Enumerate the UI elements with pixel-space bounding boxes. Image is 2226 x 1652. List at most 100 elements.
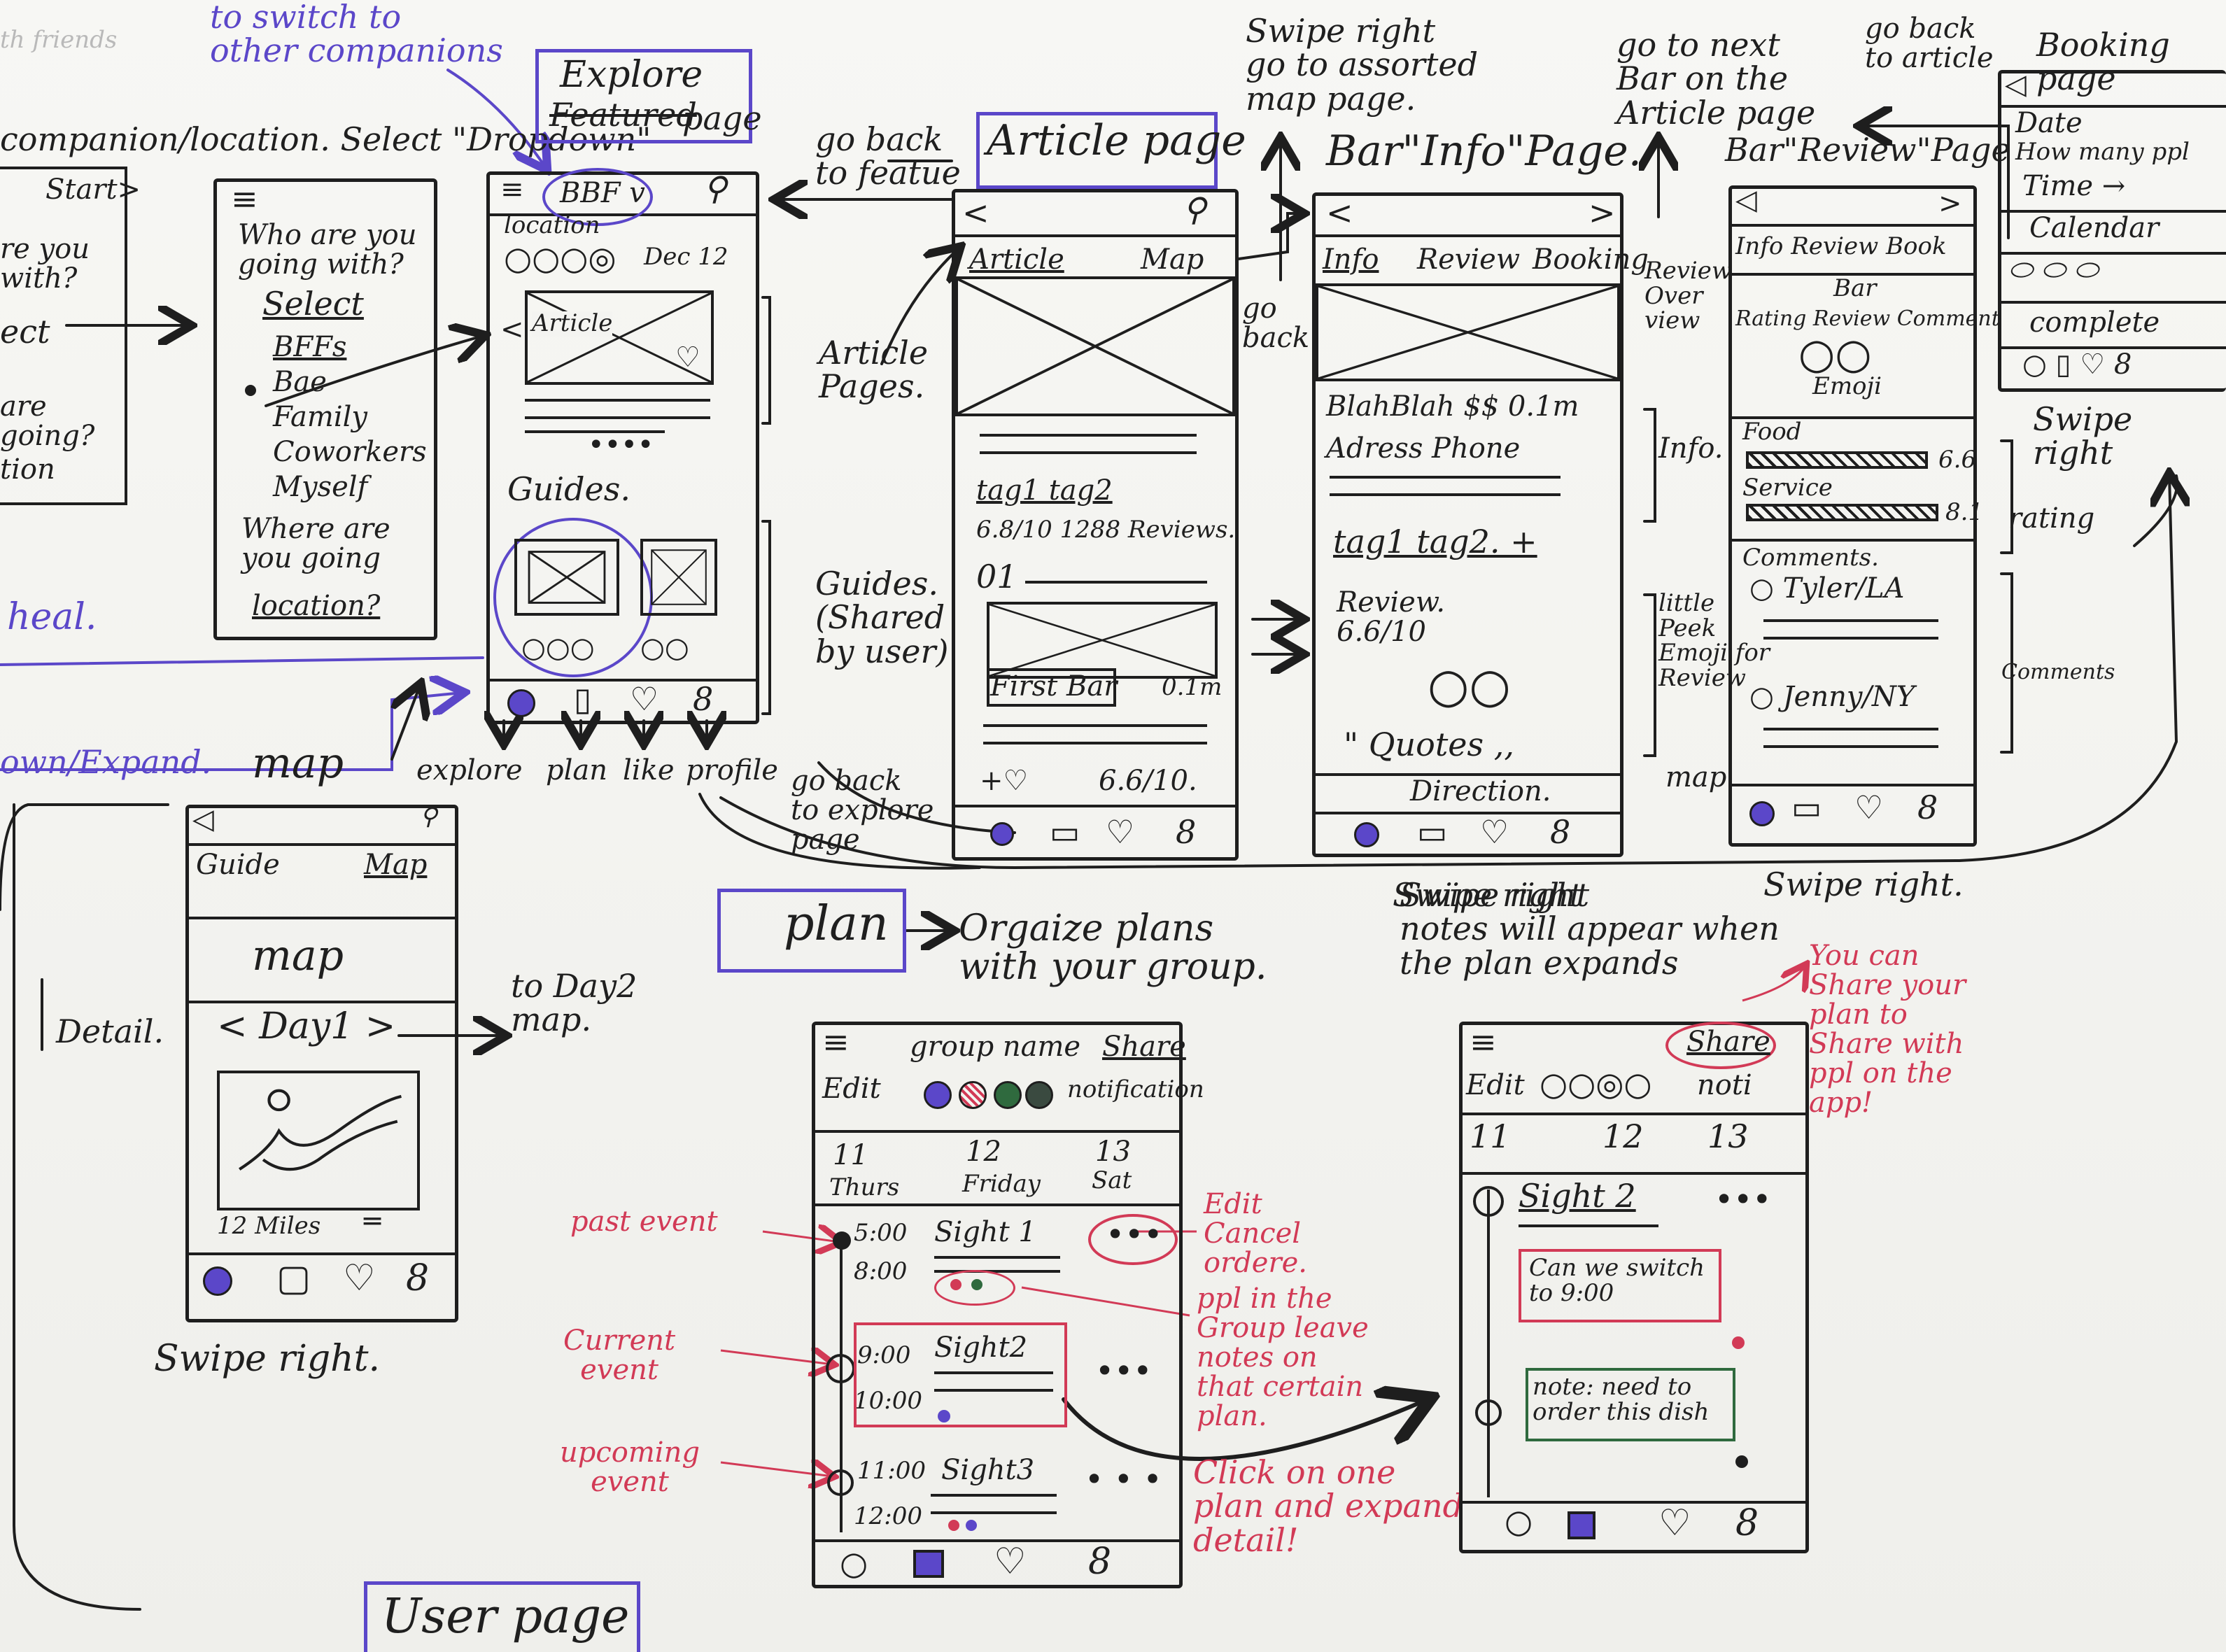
profile-nav-icon[interactable]: 8 [1735,1502,1759,1544]
plan-nav-icon[interactable]: ▢ [276,1257,311,1299]
search-icon[interactable]: ⚲ [1183,190,1206,228]
like-nav-icon[interactable]: ♡ [630,680,659,718]
bar-image[interactable] [987,602,1218,679]
edit-button[interactable]: Edit [1466,1069,1525,1101]
like-nav-icon[interactable]: ♡ [1854,789,1884,826]
more-options-icon[interactable]: ••• [1095,1352,1153,1390]
profile-nav-icon[interactable]: 8 [406,1257,430,1299]
notification-label[interactable]: notification [1067,1075,1204,1103]
option-bffs[interactable]: BFFs [273,331,347,363]
forward-icon[interactable]: > [1589,194,1616,232]
first-bar-box[interactable] [987,668,1116,707]
explore-nav-icon[interactable] [990,822,1014,846]
time-slots[interactable]: ⬭ ⬭ ⬭ [2008,254,2098,286]
profile-nav-icon[interactable]: 8 [1176,813,1197,851]
event-2-name[interactable]: Sight2 [934,1332,1028,1364]
profile-nav-icon[interactable]: 8 [1088,1541,1112,1583]
article-card[interactable] [525,290,714,385]
share-button[interactable]: Share [1686,1026,1770,1058]
like-nav-icon[interactable]: ♡ [1658,1502,1691,1544]
prev-arrow-icon[interactable]: < [500,313,524,346]
like-nav-icon[interactable]: ♡ [1106,813,1135,851]
edit-button[interactable]: Edit [822,1073,881,1105]
tab-info[interactable]: Info [1323,243,1379,276]
note-card-red[interactable] [1519,1249,1721,1322]
explore-nav-icon[interactable] [203,1266,232,1296]
explore-nav-icon[interactable] [507,689,535,717]
plan-nav-icon[interactable] [1568,1511,1595,1539]
event-3-name[interactable]: Sight3 [941,1454,1035,1486]
location-field[interactable]: location? [252,590,381,622]
forward-icon[interactable]: > [1938,188,1962,220]
hamburger-icon[interactable]: ≡ [822,1023,850,1061]
like-nav-icon[interactable]: ♡ [1480,813,1509,851]
comment-user-1[interactable]: ○ Tyler/LA [1749,572,1905,605]
share-button[interactable]: Share [1102,1031,1186,1063]
explore-nav-icon[interactable] [1749,801,1775,826]
tab-booking[interactable]: Booking [1533,243,1649,276]
carousel-dots[interactable]: •••• [588,429,654,461]
explore-nav-icon[interactable] [1354,822,1379,847]
member-avatar[interactable] [1025,1081,1053,1109]
nav-icons[interactable]: ○ ▯ ♡ 8 [2022,348,2132,381]
route-map[interactable] [217,1071,420,1210]
current-event-card[interactable] [854,1322,1067,1427]
tab-map[interactable]: Map [1141,243,1204,276]
member-avatar[interactable] [924,1081,952,1109]
guide-card-1[interactable] [514,539,619,616]
add-like-icon[interactable]: +♡ [980,765,1029,797]
hamburger-icon[interactable]: ≡ [500,174,524,206]
direction-button[interactable]: Direction. [1410,775,1551,807]
plan-nav-icon[interactable]: ▯ [574,680,592,718]
more-options-icon[interactable]: ••• [1714,1180,1772,1218]
more-options-icon[interactable]: • • • [1085,1460,1162,1498]
member-avatars[interactable]: ○○◎○ [1540,1065,1652,1103]
party-size-field[interactable]: How many ppl [2015,138,2190,166]
tab-article[interactable]: Article [969,243,1064,276]
day-selector[interactable]: < Day1 > [217,1005,396,1047]
member-avatar[interactable] [994,1081,1022,1109]
like-nav-icon[interactable]: ♡ [994,1541,1027,1583]
option-coworkers[interactable]: Coworkers [273,436,427,468]
back-icon[interactable]: < [962,194,989,232]
option-bae[interactable]: Bae [273,366,327,398]
calendar-label[interactable]: Calendar [2029,212,2160,244]
plan-nav-icon[interactable]: ▭ [1791,789,1822,826]
tab-map[interactable]: Map [364,849,428,881]
note-card-green[interactable] [1526,1368,1735,1441]
profile-nav-icon[interactable]: 8 [1550,813,1571,851]
back-icon[interactable]: ◁ [2005,69,2027,101]
like-nav-icon[interactable]: ♡ [343,1257,376,1299]
tab-review[interactable]: Review [1417,243,1521,276]
explore-nav-icon[interactable]: ○ [840,1544,868,1582]
day-11[interactable]: 11 [833,1139,868,1171]
profile-nav-icon[interactable]: 8 [1917,789,1938,826]
plan-nav-icon[interactable]: ▭ [1050,813,1080,851]
complete-button[interactable]: complete [2029,306,2160,339]
hamburger-icon[interactable]: ≡ [231,180,258,218]
hamburger-icon[interactable]: ≡ [1470,1023,1497,1061]
day-12[interactable]: 12 [966,1136,1001,1168]
plan-nav-icon[interactable] [913,1550,944,1578]
heart-icon[interactable]: ♡ [675,341,700,374]
day-11[interactable]: 11 [1470,1117,1511,1155]
option-myself[interactable]: Myself [273,471,368,503]
comment-user-2[interactable]: ○ Jenny/NY [1749,681,1915,713]
tags-add[interactable]: tag1 tag2. + [1333,523,1537,560]
companion-avatars[interactable]: ○○○◎ [504,239,617,277]
guide-card-2[interactable] [640,539,717,616]
event-1-name[interactable]: Sight 1 [934,1216,1036,1248]
explore-nav-icon[interactable]: ○ [1505,1502,1533,1540]
back-icon[interactable]: < [1326,194,1353,232]
back-icon[interactable]: ◁ [1735,184,1757,216]
drag-handle-icon[interactable]: ═ [364,1206,381,1238]
plan-nav-icon[interactable]: ▭ [1417,813,1448,851]
sight-2-title[interactable]: Sight 2 [1519,1177,1636,1215]
member-avatar[interactable] [959,1081,987,1109]
notification-label[interactable]: noti [1697,1069,1752,1101]
search-icon[interactable]: ⚲ [420,803,437,831]
tab-guide[interactable]: Guide [196,849,280,881]
review-tabs[interactable]: Info Review Book [1735,232,1947,260]
back-icon[interactable]: ◁ [192,803,214,835]
date-field[interactable]: Date [2015,107,2083,139]
